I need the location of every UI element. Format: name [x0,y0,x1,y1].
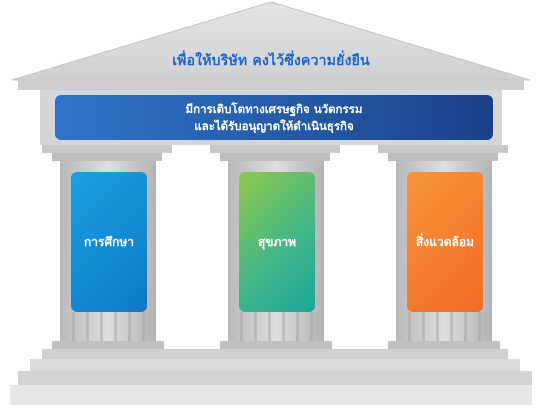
banner-line-2: และได้รับอนุญาตให้ดำเนินธุรกิจ [194,118,354,133]
roof-beam [18,80,524,90]
step-middle [30,359,520,371]
pillar-education-label: การศึกษา [84,234,134,249]
capital-left [42,145,172,153]
pillar-health: สุขภาพ [239,172,315,312]
growth-banner: มีการเติบโตทางเศรษฐกิจ นวัตกรรม และได้รั… [55,95,493,140]
capital-middle [210,145,340,153]
step-bottom [18,371,532,385]
banner-line-1: มีการเติบโตทางเศรษฐกิจ นวัตกรรม [185,101,363,116]
pillar-environment: สิ่งแวดล้อม [407,172,483,312]
pillar-health-label: สุขภาพ [257,234,297,249]
step-top [42,349,508,359]
pillar-environment-label: สิ่งแวดล้อม [416,234,474,249]
roof-title: เพื่อให้บริษัท คงไว้ซึ่งความยั่งยืน [172,53,370,69]
capital-right [378,145,508,153]
pillar-education: การศึกษา [71,172,147,312]
